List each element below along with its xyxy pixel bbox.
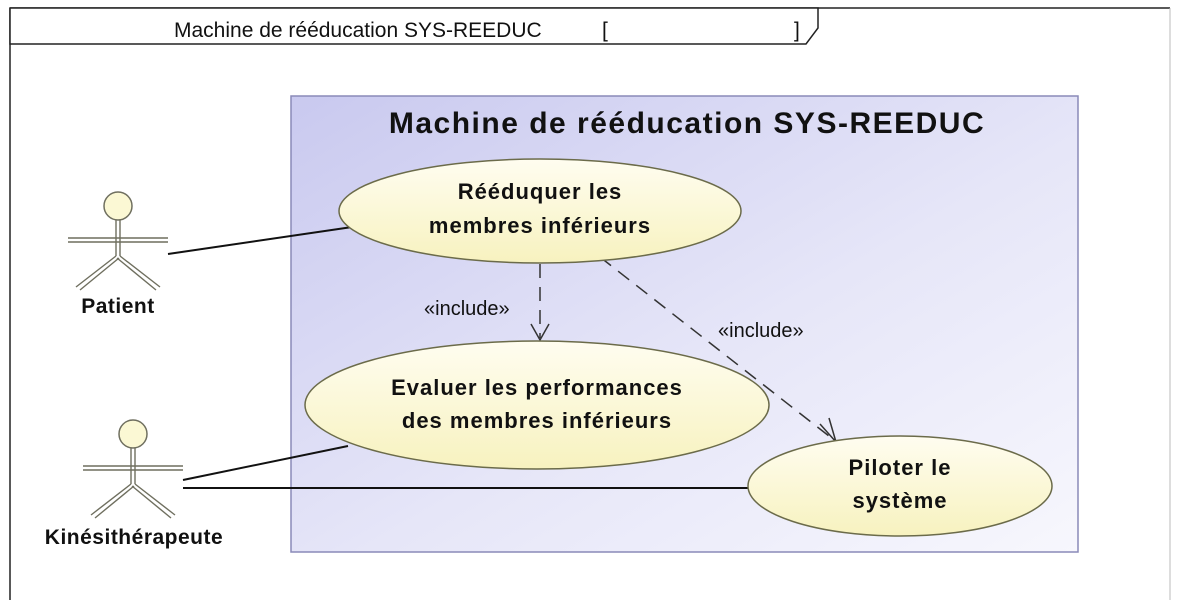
system-title: Machine de rééducation SYS-REEDUC	[389, 107, 985, 140]
use-case-piloter-line2: système	[852, 488, 947, 513]
actor-kinesitherapeute[interactable]: Kinésithérapeute	[45, 419, 223, 549]
use-case-piloter[interactable]: Piloter le système	[747, 435, 1053, 537]
actor-patient-name: Patient	[81, 295, 155, 318]
use-case-piloter-line1: Piloter le	[849, 455, 952, 480]
include-label-piloter: «include»	[718, 320, 804, 342]
use-case-reeduquer[interactable]: Rééduquer les membres inférieurs	[338, 158, 742, 264]
frame-title-bracket-open: [	[602, 19, 608, 42]
use-case-reeduquer-line1: Rééduquer les	[458, 179, 623, 204]
actor-patient[interactable]: Patient	[68, 191, 168, 318]
include-label-evaluer: «include»	[424, 298, 510, 320]
association-patient-reeduquer	[167, 225, 360, 255]
frame-title-tab	[9, 7, 819, 45]
include-dependency-evaluer	[530, 264, 550, 342]
use-case-evaluer-line2: des membres inférieurs	[402, 408, 672, 433]
use-case-reeduquer-line2: membres inférieurs	[429, 213, 651, 238]
frame-title: Machine de rééducation SYS-REEDUC	[174, 19, 542, 42]
diagram-frame: Machine de rééducation SYS-REEDUC [ ]	[9, 7, 1171, 600]
association-kine-evaluer	[182, 445, 349, 481]
actor-patient-icon	[68, 191, 168, 291]
use-case-evaluer-line1: Evaluer les performances	[391, 375, 683, 400]
actor-kinesitherapeute-icon	[83, 419, 183, 519]
actor-kinesitherapeute-name: Kinésithérapeute	[45, 526, 223, 549]
frame-title-bracket-close: ]	[794, 19, 800, 42]
use-case-evaluer[interactable]: Evaluer les performances des membres inf…	[304, 340, 770, 470]
